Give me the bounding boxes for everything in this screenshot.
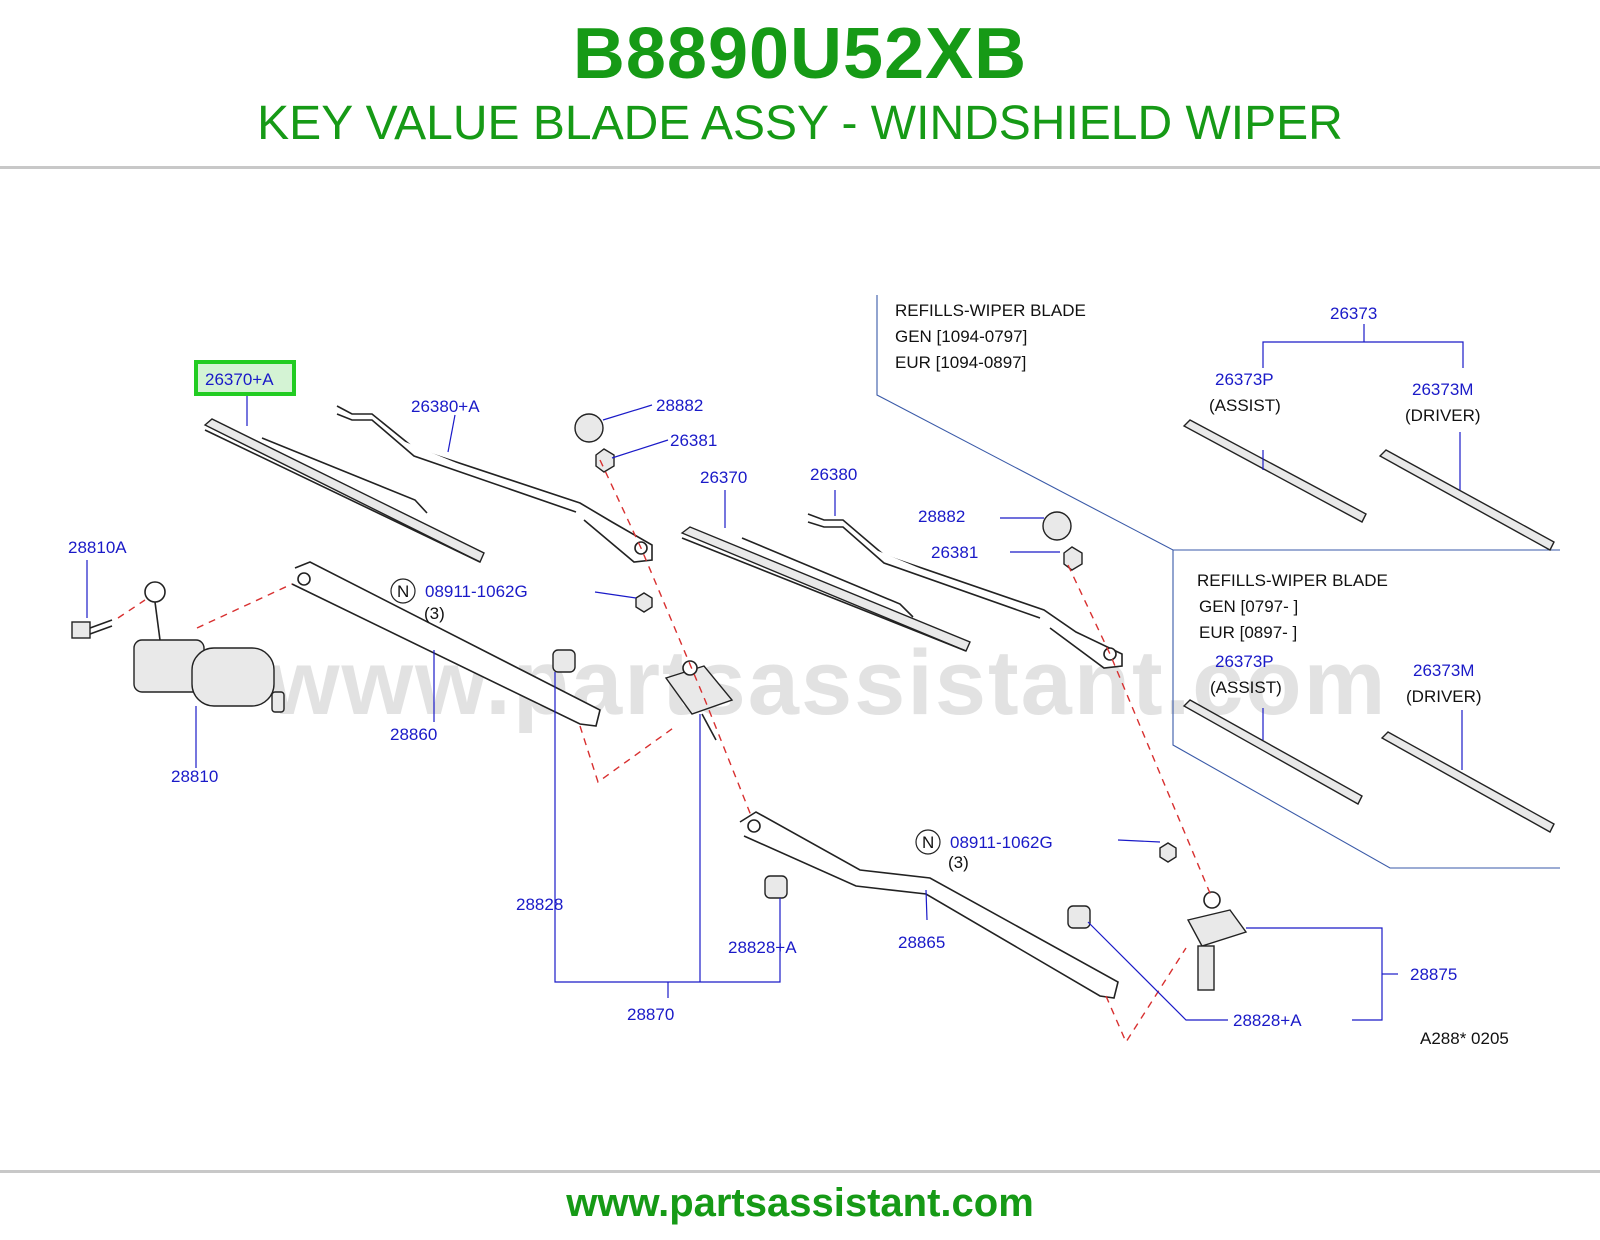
n-symbol-circle-b — [915, 829, 941, 855]
n-symbol-circle-a — [390, 578, 416, 604]
cap-28882-b — [1042, 511, 1072, 541]
nut-26381-b — [1063, 546, 1083, 571]
refill-1-title: REFILLS-WIPER BLADE — [895, 301, 1086, 320]
callout-26373[interactable]: 26373 — [1330, 304, 1377, 323]
callout-26373m-b-sub: (DRIVER) — [1406, 687, 1482, 706]
callout-28860[interactable]: 28860 — [390, 725, 437, 744]
callout-08911-b-qty: (3) — [948, 853, 969, 872]
wiper-blade-26370a — [203, 418, 485, 563]
callout-26381-b[interactable]: 26381 — [931, 543, 978, 562]
pivot-assembly-28875 — [1186, 891, 1248, 991]
footer-url[interactable]: www.partsassistant.com — [566, 1181, 1034, 1225]
footer-divider — [0, 1170, 1600, 1173]
refill-2-gen: GEN [0797- ] — [1199, 597, 1298, 616]
refill-1-eur: EUR [1094-0897] — [895, 353, 1026, 372]
link-rod-28865 — [739, 811, 1119, 999]
n-symbol-b: N — [922, 833, 934, 852]
callout-26373m-b[interactable]: 26373M — [1413, 661, 1474, 680]
callout-28810[interactable]: 28810 — [171, 767, 218, 786]
header: B8890U52XB KEY VALUE BLADE ASSY - WINDSH… — [0, 0, 1600, 170]
callout-28875[interactable]: 28875 — [1410, 965, 1457, 984]
callout-26373p-a[interactable]: 26373P — [1215, 370, 1274, 389]
bushing-28828 — [552, 649, 576, 673]
nut-26381-a — [595, 448, 615, 473]
n-symbol-a: N — [397, 582, 409, 601]
wiper-arm-26380a — [336, 405, 653, 563]
leader-lines — [86, 324, 1464, 1021]
refill-frame-1 — [876, 295, 1560, 551]
callout-28828a-a[interactable]: 28828+A — [728, 938, 797, 957]
callout-28828[interactable]: 28828 — [516, 895, 563, 914]
callout-08911-a[interactable]: 08911-1062G — [425, 582, 528, 601]
callout-28865[interactable]: 28865 — [898, 933, 945, 952]
callout-28882-a[interactable]: 28882 — [656, 396, 703, 415]
refill-26373p-b — [1182, 699, 1363, 805]
callout-26370a[interactable]: 26370+A — [205, 370, 274, 389]
assembly-dashed-lines — [117, 459, 1213, 1044]
wiper-arm-26380 — [807, 513, 1123, 669]
callout-26373p-b[interactable]: 26373P — [1215, 652, 1274, 671]
bolt-28810a — [71, 619, 113, 639]
part-description: KEY VALUE BLADE ASSY - WINDSHIELD WIPER — [257, 97, 1343, 150]
bushing-28828a-a — [764, 875, 788, 899]
nut-08911-b — [1159, 842, 1177, 863]
cap-28882-a — [574, 413, 604, 443]
refill-2-eur: EUR [0897- ] — [1199, 623, 1297, 642]
callout-28828a-b[interactable]: 28828+A — [1233, 1011, 1302, 1030]
wiper-blade-26370 — [680, 526, 971, 652]
callout-28882-b[interactable]: 28882 — [918, 507, 965, 526]
callout-26373p-b-sub: (ASSIST) — [1210, 678, 1282, 697]
callout-28810a[interactable]: 28810A — [68, 538, 127, 557]
callout-08911-a-qty: (3) — [424, 604, 445, 623]
refill-frame-2 — [1172, 550, 1560, 869]
callout-26380a[interactable]: 26380+A — [411, 397, 480, 416]
bushing-28828a-b — [1067, 905, 1091, 929]
refill-2-title: REFILLS-WIPER BLADE — [1197, 571, 1388, 590]
part-number-title: B8890U52XB — [572, 14, 1028, 94]
refill-26373m-b — [1380, 731, 1555, 833]
callout-08911-b[interactable]: 08911-1062G — [950, 833, 1053, 852]
wiper-motor-28810 — [133, 581, 285, 713]
highlight-box — [194, 360, 296, 396]
pivot-assembly-left — [664, 660, 734, 741]
refill-26373p-a — [1182, 419, 1367, 523]
callout-26373p-a-sub: (ASSIST) — [1209, 396, 1281, 415]
diagram-code: A288* 0205 — [1420, 1029, 1509, 1048]
link-rod-28860 — [291, 561, 601, 727]
callout-26373m-a[interactable]: 26373M — [1412, 380, 1473, 399]
callout-26381-a[interactable]: 26381 — [670, 431, 717, 450]
header-divider — [0, 166, 1600, 169]
callout-28870[interactable]: 28870 — [627, 1005, 674, 1024]
refill-26373m-a — [1378, 449, 1555, 551]
refill-1-gen: GEN [1094-0797] — [895, 327, 1027, 346]
callout-26380[interactable]: 26380 — [810, 465, 857, 484]
nut-08911-a — [635, 592, 653, 613]
callout-26373m-a-sub: (DRIVER) — [1405, 406, 1481, 425]
callout-26370[interactable]: 26370 — [700, 468, 747, 487]
